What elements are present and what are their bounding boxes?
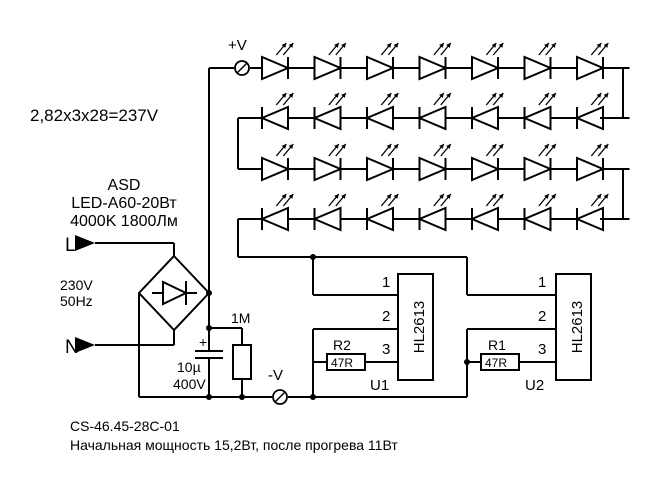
svg-text:+: + xyxy=(199,334,207,350)
line-n-label: N xyxy=(65,337,79,358)
led-diode-icon xyxy=(574,92,630,131)
line-l-label: L xyxy=(65,235,76,256)
led-diode-icon xyxy=(261,42,315,81)
u1-part-label: HL2613 xyxy=(411,301,428,354)
led-diode-icon xyxy=(364,193,420,232)
u1-pin2-label: 2 xyxy=(382,308,390,325)
u1-ref-label: U1 xyxy=(370,377,389,394)
led-diode-icon xyxy=(311,193,367,232)
plus-v-label: +V xyxy=(228,37,247,54)
cap-voltage-label: 400V xyxy=(173,376,206,392)
led-diode-icon xyxy=(523,42,577,81)
led-diode-icon xyxy=(313,42,367,81)
led-diode-icon xyxy=(576,143,630,182)
lamp-brand-text: ASD xyxy=(108,177,141,194)
led-diode-icon xyxy=(311,92,367,131)
led-diode-icon xyxy=(576,42,630,81)
led-diode-icon xyxy=(471,42,525,81)
led-diode-icon xyxy=(364,92,420,131)
bleed-resistor xyxy=(209,327,252,400)
minus-v-terminal xyxy=(272,389,288,405)
led-diode-icon xyxy=(469,92,525,131)
r2-value-label: 47R xyxy=(331,356,353,370)
r1-ref-label: R1 xyxy=(488,337,506,353)
u2-pin3-label: 3 xyxy=(538,341,546,358)
led-diode-icon xyxy=(574,193,630,232)
u2-part-label: HL2613 xyxy=(569,301,586,354)
led-diode-icon xyxy=(418,143,472,182)
led-diode-icon xyxy=(261,143,315,182)
r1-value-label: 47R xyxy=(485,356,507,370)
bridge-rectifier xyxy=(137,254,211,332)
led-array xyxy=(259,42,630,232)
plus-v-terminal xyxy=(234,60,250,76)
capacitor: + xyxy=(195,328,223,400)
led-diode-icon xyxy=(471,143,525,182)
mains-freq-text: 50Hz xyxy=(60,293,93,309)
led-wiring xyxy=(209,67,624,258)
led-diode-icon xyxy=(416,193,472,232)
led-diode-icon xyxy=(469,193,525,232)
minus-v-label: -V xyxy=(268,367,283,384)
led-diode-icon xyxy=(418,42,472,81)
led-diode-icon xyxy=(521,92,577,131)
voltage-calc-text: 2,82x3x28=237V xyxy=(30,106,159,125)
led-diode-icon xyxy=(366,42,420,81)
power-note-text: Начальная мощность 15,2Вт, после прогрев… xyxy=(70,437,398,453)
lamp-spec-text: 4000K 1800Лм xyxy=(70,213,178,230)
cap-value-label: 10µ xyxy=(177,359,201,375)
led-diode-icon xyxy=(259,92,315,131)
driver-u1: HL2613 1 2 3 U1 R2 47R xyxy=(310,254,434,400)
u2-ref-label: U2 xyxy=(525,377,544,394)
driver-u2: HL2613 1 2 3 U2 R1 47R xyxy=(464,257,592,397)
lamp-model-text: LED-A60-20Вт xyxy=(71,195,177,212)
r2-ref-label: R2 xyxy=(333,337,351,353)
u2-pin1-label: 1 xyxy=(538,274,546,291)
led-diode-icon xyxy=(313,143,367,182)
mains-voltage-text: 230V xyxy=(60,277,93,293)
resistor-1m-label: 1M xyxy=(231,310,250,326)
led-diode-icon xyxy=(366,143,420,182)
u1-pin1-label: 1 xyxy=(382,274,390,291)
u1-pin3-label: 3 xyxy=(382,341,390,358)
u2-pin2-label: 2 xyxy=(538,308,546,325)
led-diode-icon xyxy=(259,193,315,232)
board-code-text: CS-46.45-28C-01 xyxy=(70,418,180,434)
led-diode-icon xyxy=(521,193,577,232)
led-diode-icon xyxy=(416,92,472,131)
led-diode-icon xyxy=(523,143,577,182)
